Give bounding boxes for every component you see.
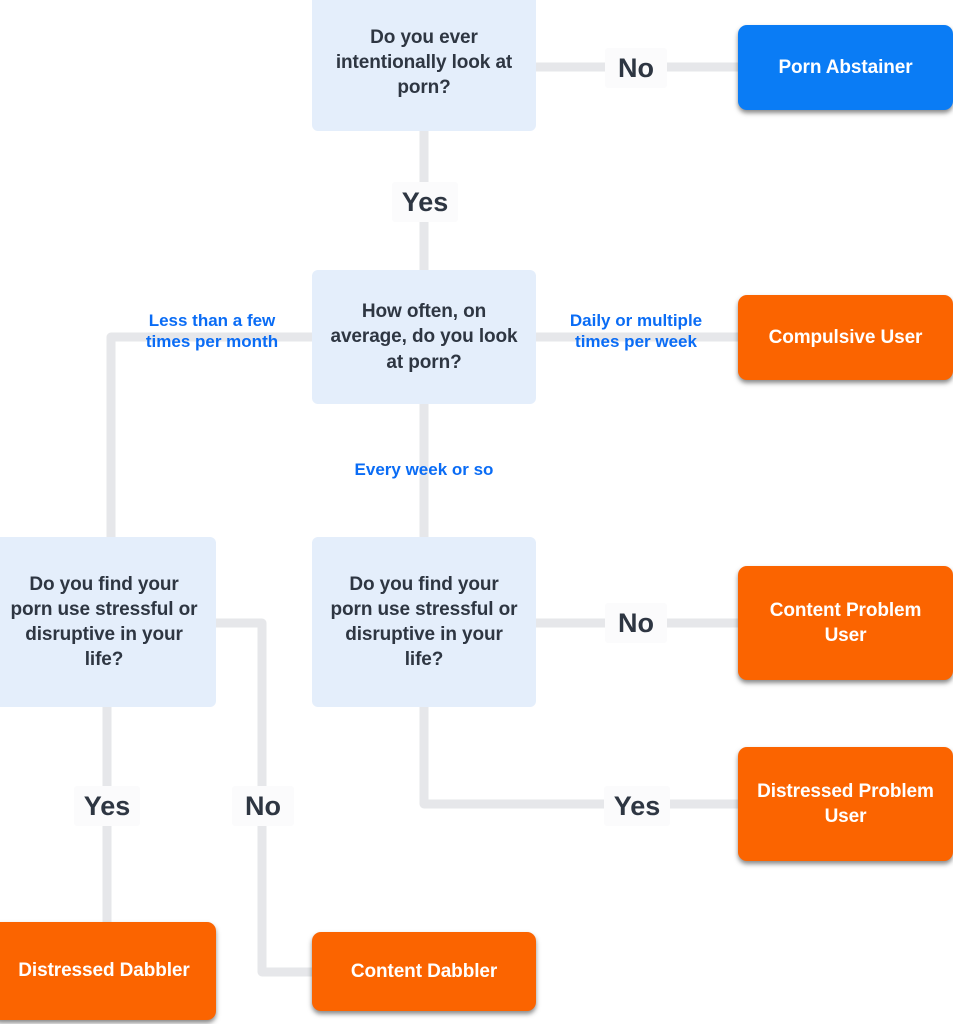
edge-label-text: Yes [613,790,661,821]
edge-label-text: No [618,607,654,638]
edge-stressful-middle-to-distressed-problem [419,701,743,809]
edge-label-no-content-problem: No [605,603,667,643]
node-outcome-distressed-dabbler[interactable]: Distressed Dabbler [0,922,216,1020]
node-label: Compulsive User [768,326,923,348]
node-label: Distressed Problem User [757,780,934,827]
node-label: Do you ever intentionally look at porn? [335,26,513,99]
node-outcome-content-problem-user[interactable]: Content Problem User [738,566,953,680]
edge-label-text: Every week or so [354,459,494,479]
edge-label-no-abstainer: No [605,48,667,88]
edge-label-text: Less than a few times per month [145,311,279,351]
edge-label-text: Yes [401,186,449,217]
node-label: Porn Abstainer [778,56,913,78]
edge-label-text: No [245,790,281,821]
node-question-stressful-left[interactable]: Do you find your porn use stressful or d… [0,537,216,707]
node-question-intentional-look[interactable]: Do you ever intentionally look at porn? [312,0,536,131]
edge-label-yes-how-often: Yes [392,182,458,222]
edge-label-text: No [618,52,654,83]
node-outcome-compulsive-user[interactable]: Compulsive User [738,295,953,380]
node-outcome-porn-abstainer[interactable]: Porn Abstainer [738,25,953,110]
edge-label-yes-distressed-dabbler: Yes [74,786,140,826]
edge-label-less-than-a-few-times-per-month: Less than a few times per month [124,309,300,355]
node-label: Content Problem User [769,599,922,646]
node-question-stressful-middle[interactable]: Do you find your porn use stressful or d… [312,537,536,707]
edge-label-text: Yes [83,790,131,821]
node-outcome-content-dabbler[interactable]: Content Dabbler [312,932,536,1011]
edge-label-text: Daily or multiple times per week [569,311,703,351]
node-outcome-distressed-problem-user[interactable]: Distressed Problem User [738,747,953,861]
node-label: How often, on average, do you look at po… [330,301,518,373]
node-question-how-often[interactable]: How often, on average, do you look at po… [312,270,536,404]
edge-howoften-to-stressful-left [106,332,317,542]
node-label: Do you find your porn use stressful or d… [330,573,518,671]
node-label: Do you find your porn use stressful or d… [10,573,198,671]
edge-label-daily-or-multiple-times-per-week: Daily or multiple times per week [548,309,724,355]
edge-label-yes-distressed-problem: Yes [604,786,670,826]
node-label: Content Dabbler [350,960,498,982]
edge-label-no-content-dabbler: No [232,786,294,826]
node-label: Distressed Dabbler [18,960,190,982]
edge-label-every-week-or-so: Every week or so [340,456,508,484]
